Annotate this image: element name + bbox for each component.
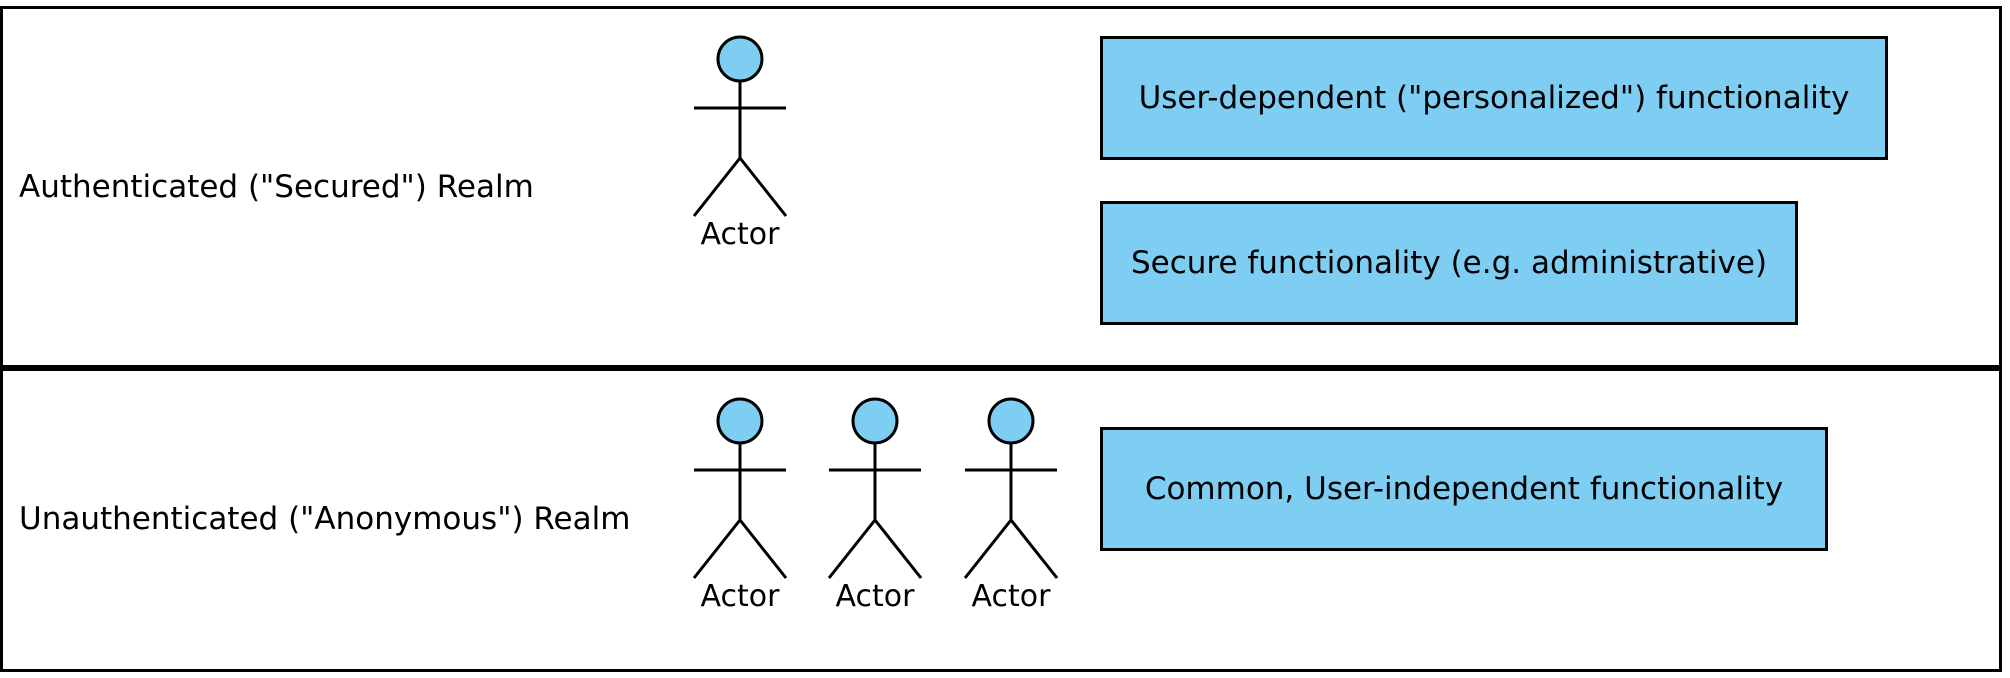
realm-secured-label: Authenticated ("Secured") Realm <box>19 169 534 205</box>
usecase-personalized-functionality[interactable]: User-dependent ("personalized") function… <box>1100 36 1888 160</box>
actor-label: Actor <box>835 579 915 614</box>
actor-anonymous-2[interactable]: Actor <box>827 397 923 616</box>
actor-secured[interactable]: Actor <box>692 35 788 254</box>
actor-label: Actor <box>971 579 1051 614</box>
stick-figure-actor-icon <box>692 397 788 579</box>
stick-figure-actor-icon <box>692 35 788 217</box>
actor-anonymous-3[interactable]: Actor <box>963 397 1059 616</box>
actor-anonymous-1[interactable]: Actor <box>692 397 788 616</box>
usecase-secure-functionality[interactable]: Secure functionality (e.g. administrativ… <box>1100 201 1798 325</box>
stick-figure-actor-icon <box>963 397 1059 579</box>
actor-label: Actor <box>700 217 780 252</box>
actor-label: Actor <box>700 579 780 614</box>
realm-anonymous-label: Unauthenticated ("Anonymous") Realm <box>19 501 631 537</box>
stick-figure-actor-icon <box>827 397 923 579</box>
usecase-common-functionality[interactable]: Common, User-independent functionality <box>1100 427 1828 551</box>
